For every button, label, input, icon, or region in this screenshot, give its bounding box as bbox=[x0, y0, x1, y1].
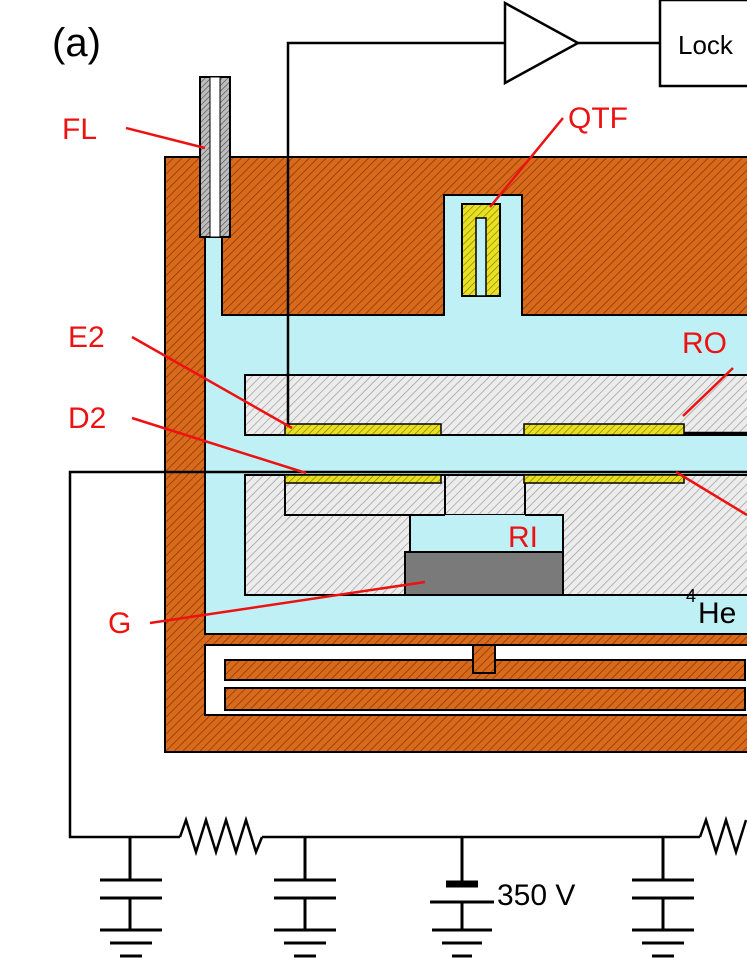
label-qtf: QTF bbox=[568, 102, 628, 135]
lock-in-label: Lock bbox=[678, 30, 734, 60]
amplifier-icon bbox=[503, 0, 581, 86]
capacitor-2 bbox=[274, 837, 336, 958]
d2-lead bbox=[68, 470, 747, 839]
label-he: He bbox=[698, 597, 736, 630]
bottom-stem bbox=[472, 644, 496, 674]
electrode-ro bbox=[523, 423, 685, 436]
panel-label: (a) bbox=[52, 21, 101, 65]
resistor-right bbox=[698, 815, 747, 857]
electrode-d2 bbox=[284, 474, 442, 484]
bottom-plate-lower bbox=[224, 687, 746, 711]
center-post bbox=[444, 474, 526, 516]
label-ri: RI bbox=[508, 521, 538, 554]
label-e2: E2 bbox=[68, 321, 105, 354]
leader-lines bbox=[125, 117, 747, 625]
signal-wire bbox=[286, 41, 505, 424]
label-d2: D2 bbox=[68, 402, 106, 435]
capacitor-1 bbox=[100, 837, 162, 958]
ri-cavity bbox=[410, 515, 563, 553]
electrode-right-lower bbox=[523, 474, 685, 484]
label-he-superscript: 4 bbox=[686, 586, 696, 606]
electrode-e2 bbox=[284, 423, 442, 436]
label-g: G bbox=[108, 607, 131, 640]
fill-line-bore bbox=[209, 76, 221, 238]
graphite-block-g bbox=[404, 551, 564, 596]
capacitor-3 bbox=[632, 837, 694, 958]
battery-350v bbox=[430, 837, 494, 958]
label-voltage: 350 V bbox=[497, 879, 575, 912]
qtf-fork-slot bbox=[475, 217, 487, 297]
label-fl: FL bbox=[62, 113, 97, 146]
resistor-left bbox=[178, 815, 264, 857]
lock-in-box bbox=[658, 0, 747, 88]
label-ro: RO bbox=[682, 327, 727, 360]
